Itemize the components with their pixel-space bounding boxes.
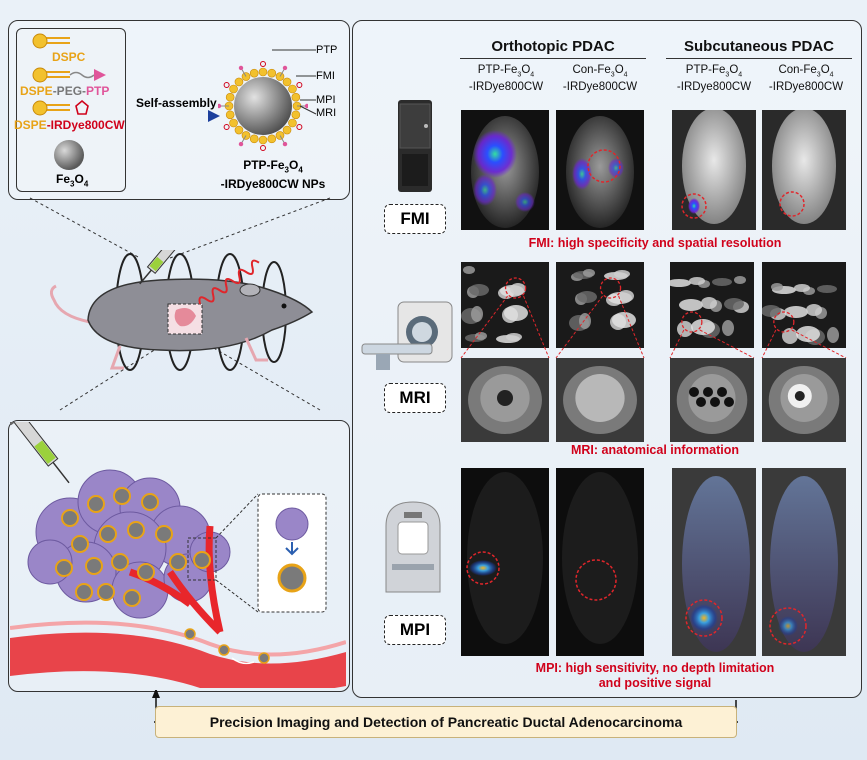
fmi-device-icon <box>398 100 432 192</box>
self-assembly-label: Self-assembly <box>136 96 217 110</box>
mpi-image-4 <box>762 468 846 656</box>
dspe-irdye-label: DSPE-IRDye800CW <box>14 118 125 132</box>
tag-fmi: FMI <box>316 70 335 82</box>
dspe-peg-ptp-icon <box>32 67 106 83</box>
self-assembly-arrow <box>134 110 220 122</box>
mouse-illustration <box>50 250 314 371</box>
mri-caption: MRI: anatomical information <box>570 443 740 457</box>
fmi-image-2 <box>556 110 644 230</box>
column-head-3: PTP-Fe3O4-IRDye800CW <box>676 64 752 94</box>
tumor-illustration <box>10 422 346 688</box>
mpi-image-2 <box>556 468 644 656</box>
dspe-peg-ptp-label: DSPE-PEG-PTP <box>20 84 110 98</box>
mpi-image-1 <box>461 468 549 656</box>
fmi-label: FMI <box>384 204 446 234</box>
mpi-caption-line2: and positive signal <box>598 676 712 690</box>
column-head-1: PTP-Fe3O4-IRDye800CW <box>468 64 544 94</box>
mri-device-icon <box>361 301 453 370</box>
column-head-2: Con-Fe3O4-IRDye800CW <box>562 64 638 94</box>
mpi-device-icon <box>385 501 441 593</box>
fmi-image-3 <box>672 110 756 230</box>
mri-label: MRI <box>384 383 446 413</box>
tag-ptp: PTP <box>316 44 338 56</box>
mri-image-grid <box>460 262 847 442</box>
fmi-image-1 <box>461 110 549 230</box>
mpi-caption-line1: MPI: high sensitivity, no depth limitati… <box>535 661 775 675</box>
dspc-icon <box>32 33 70 49</box>
fe3o4-label: Fe3O4 <box>56 172 89 189</box>
mpi-image-3 <box>672 468 756 656</box>
tag-mri: MRI <box>316 107 337 119</box>
tag-mpi: MPI <box>316 94 336 106</box>
np-name: PTP-Fe3O4 -IRDye800CW NPs <box>220 158 326 192</box>
assembled-nanoparticle <box>218 61 308 151</box>
summary-banner: Precision Imaging and Detection of Pancr… <box>155 706 737 738</box>
dspe-irdye-icon <box>32 99 89 116</box>
fe3o4-core-icon <box>54 140 84 170</box>
group-underline-orthotopic <box>460 58 646 59</box>
dspc-label: DSPC <box>52 50 86 64</box>
group-orthotopic: Orthotopic PDAC <box>491 38 615 55</box>
mpi-label: MPI <box>384 615 446 645</box>
fmi-image-4 <box>762 110 846 230</box>
column-head-4: Con-Fe3O4-IRDye800CW <box>768 64 844 94</box>
fmi-caption: FMI: high specificity and spatial resolu… <box>528 236 782 250</box>
tag-leader-lines <box>272 49 317 115</box>
group-subcutaneous: Subcutaneous PDAC <box>683 38 834 55</box>
group-underline-subcutaneous <box>666 58 852 59</box>
